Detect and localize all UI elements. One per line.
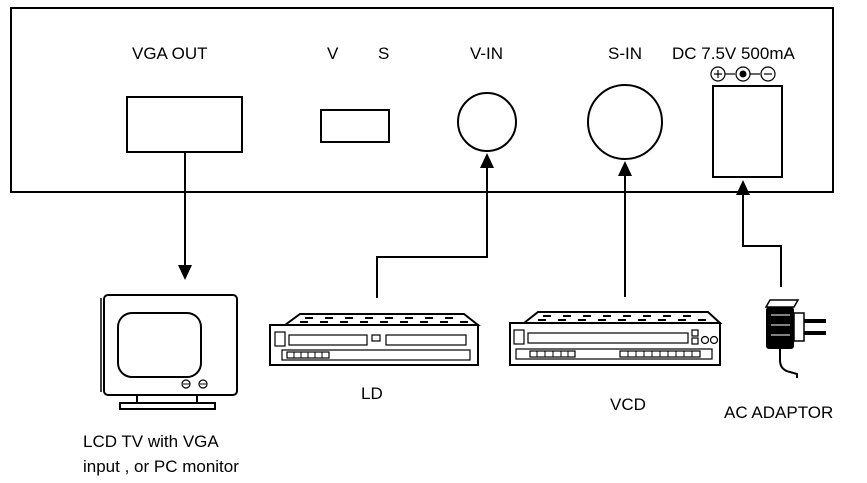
dc-power-jack (712, 85, 783, 178)
device-rear-panel (10, 7, 834, 193)
vs-switch (320, 109, 390, 143)
vcd-label: VCD (610, 395, 646, 414)
v-in-label: V-IN (470, 44, 503, 63)
s-in-label: S-IN (608, 44, 642, 63)
monitor-label-line2: input , or PC monitor (83, 457, 239, 476)
dc-cable (736, 180, 782, 287)
ac-adaptor-label: AC ADAPTOR (724, 403, 833, 422)
switch-v-label: V (327, 44, 339, 63)
ac-adaptor-icon (764, 299, 826, 378)
s-in-jack (587, 84, 663, 160)
switch-s-label: S (378, 44, 389, 63)
v-in-jack (457, 92, 517, 152)
ld-player-icon (269, 313, 481, 366)
monitor-label-line1: LCD TV with VGA (83, 432, 219, 451)
vga-out-port (126, 96, 243, 153)
vga-cable (178, 152, 192, 280)
s-in-cable (618, 161, 632, 297)
dc-power-label: DC 7.5V 500mA (672, 44, 795, 63)
vga-out-label: VGA OUT (132, 44, 208, 63)
dc-polarity-icon (710, 66, 776, 82)
monitor-icon (100, 294, 238, 410)
ld-label: LD (361, 384, 383, 403)
v-in-cable (376, 153, 494, 298)
vcd-player-icon (509, 311, 723, 366)
